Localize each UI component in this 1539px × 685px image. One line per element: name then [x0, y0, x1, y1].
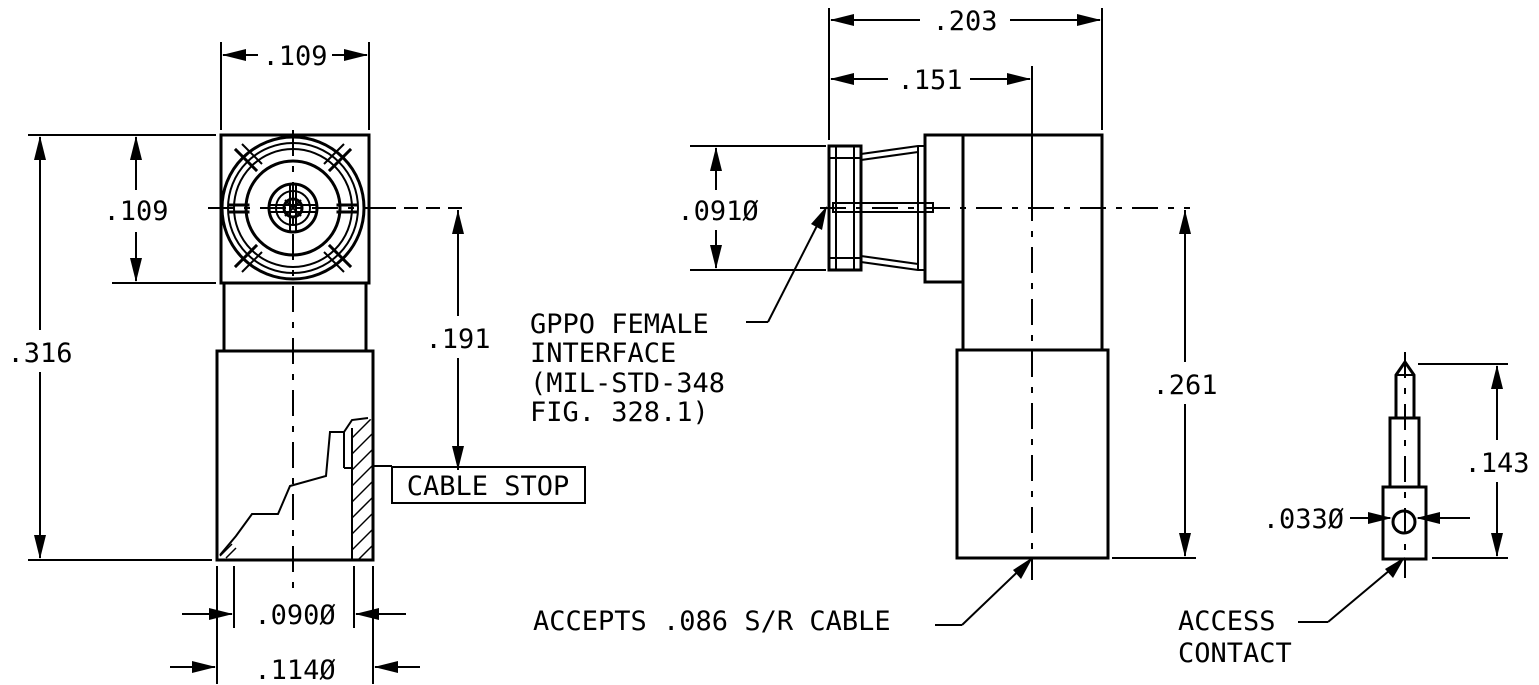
accepts-cable-label: ACCEPTS .086 S/R CABLE [533, 606, 891, 637]
dim-side-length: .203 [828, 6, 1103, 140]
dim-contact-length: .143 [1418, 363, 1530, 559]
dim-center-to-bottom: .191 [425, 210, 491, 470]
dim-inner-dia-label: .090Ø [254, 600, 335, 631]
access-contact-line1: ACCESS [1178, 606, 1276, 637]
gppo-label-line2: INTERFACE [530, 338, 676, 369]
front-view: .109 .109 .316 .191 [7, 41, 586, 685]
dim-contact-dia-label: .033Ø [1263, 504, 1344, 535]
dim-front-width-label: .109 [262, 41, 327, 72]
dim-side-length-label: .203 [932, 6, 997, 37]
dim-side-to-center: .151 [830, 65, 1033, 195]
dim-side-to-center-label: .151 [897, 65, 962, 96]
dim-front-height: .109 [103, 134, 216, 284]
dim-overall-height-label: .316 [7, 338, 72, 369]
dim-center-to-bottom-label: .191 [425, 324, 490, 355]
cable-stop-callout: CABLE STOP [372, 465, 586, 504]
access-contact-line2: CONTACT [1178, 638, 1292, 669]
gppo-leader: GPPO FEMALE INTERFACE (MIL-STD-348 FIG. … [530, 206, 827, 428]
front-neck [222, 281, 368, 353]
gppo-label-line3: (MIL-STD-348 [530, 368, 725, 399]
dim-contact-dia: .033Ø [1263, 504, 1470, 535]
cable-stop-label: CABLE STOP [407, 471, 570, 502]
accepts-cable-leader: ACCEPTS .086 S/R CABLE [533, 557, 1033, 637]
contact-view: .143 .033Ø ACCESS CONTACT [1178, 352, 1530, 669]
dim-front-height-label: .109 [103, 196, 168, 227]
dim-outer-dia-label: .114Ø [254, 655, 335, 685]
access-contact-leader: ACCESS CONTACT [1178, 557, 1405, 669]
dim-interface-dia: .091Ø [677, 145, 826, 271]
dim-interface-dia-label: .091Ø [677, 196, 758, 227]
front-body [215, 349, 375, 562]
gppo-label-line4: FIG. 328.1) [530, 397, 709, 428]
dim-contact-length-label: .143 [1464, 448, 1529, 479]
side-view: .203 .151 .091Ø GPPO FEMALE IN [530, 6, 1218, 637]
gppo-label-line1: GPPO FEMALE [530, 309, 709, 340]
dim-side-center-to-bottom: .261 [1112, 210, 1218, 559]
dim-overall-height: .316 [7, 134, 212, 561]
side-lower-body [955, 348, 1110, 560]
dim-outer-dia: .114Ø [170, 566, 420, 685]
dim-side-center-to-bottom-label: .261 [1152, 370, 1217, 401]
dim-front-width: .109 [220, 41, 370, 130]
front-cutaway [219, 417, 372, 560]
